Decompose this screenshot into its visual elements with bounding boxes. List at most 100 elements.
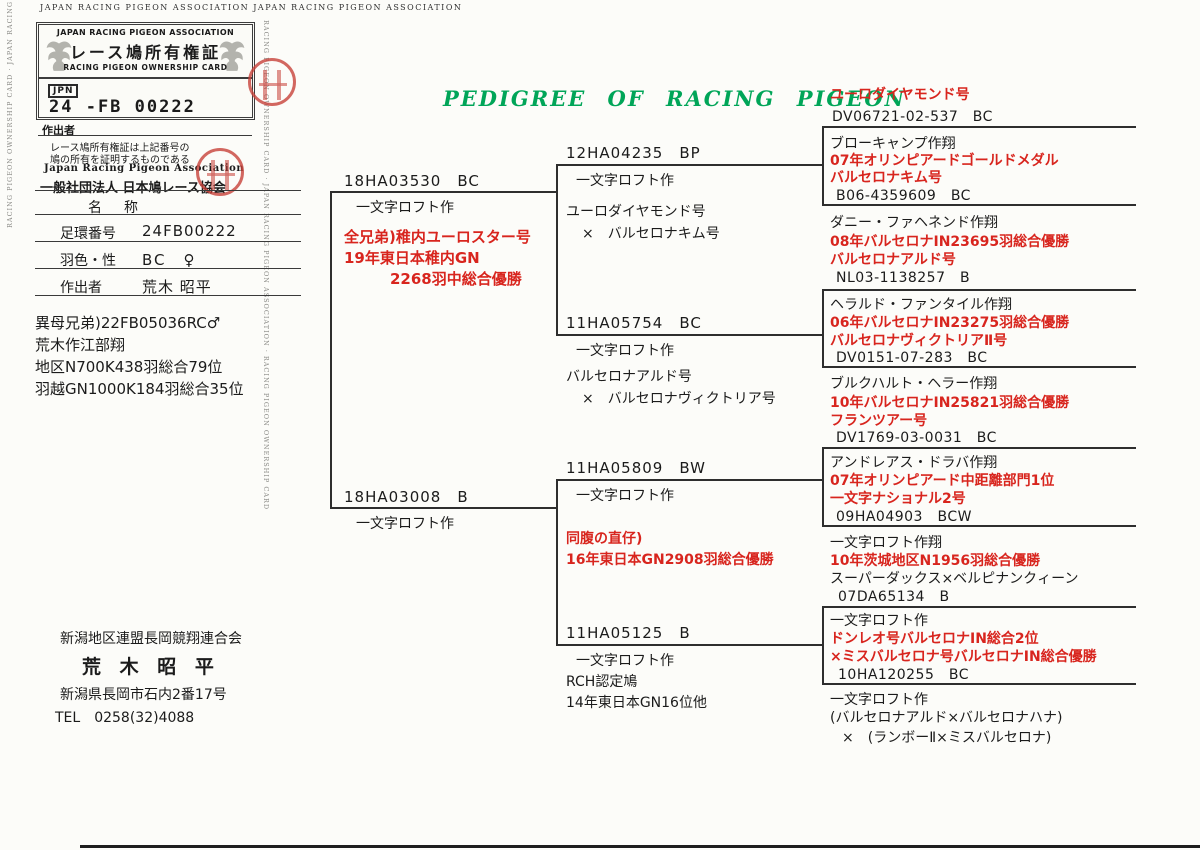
ring-number-value: 24FB00222 <box>142 222 237 240</box>
grandsire1-parent1: ユーロダイヤモンド号 <box>566 204 706 220</box>
half-sibling-line3: 地区N700K438羽総合79位 <box>35 358 223 376</box>
card-title-english: RACING PIGEON OWNERSHIP CARD <box>63 63 228 72</box>
gg8-achievement-1: ドンレオ号バルセロナIN総合2位 <box>830 631 1039 647</box>
red-seal-stamp <box>196 148 244 196</box>
dam-loft: 一文字ロフト作 <box>356 516 454 532</box>
sire-loft: 一文字ロフト作 <box>356 200 454 216</box>
pedigree-connector <box>822 606 824 685</box>
pedigree-line-g1 <box>556 164 822 166</box>
granddam1-parent1: バルセロナアルド号 <box>566 369 692 385</box>
pedigree-line-gg5 <box>822 447 1136 449</box>
gg6-name: 一文字ナショナル2号 <box>830 491 966 507</box>
gg7-breeder: 一文字ロフト作翔 <box>830 535 942 551</box>
gg6-ring-number: 09HA04903 BCW <box>836 509 972 525</box>
pedigree-connector <box>556 479 558 646</box>
pedigree-line-g3 <box>556 479 822 481</box>
association-name-english: Japan Racing Pigeon Association <box>44 163 245 174</box>
ownership-note-line2: 鳩の所有を証明するものである <box>50 155 190 166</box>
grandsire1-ring-number: 12HA04235 BP <box>566 144 701 162</box>
gg7-achievement: 10年茨城地区N1956羽総合優勝 <box>830 553 1041 569</box>
pedigree-line-sire <box>330 191 556 193</box>
sire-ring-number: 18HA03530 BC <box>344 172 480 190</box>
gg4-name: バルセロナヴィクトリアⅡ号 <box>830 333 1008 349</box>
pedigree-line-gg7 <box>822 606 1136 608</box>
gg3-achievement: 08年バルセロナIN23695羽総合優勝 <box>830 234 1070 250</box>
pedigree-line-gg4 <box>822 366 1136 368</box>
sire-achievement-1: 全兄弟)稚内ユーロスター号 <box>344 228 531 246</box>
page-title: PEDIGREE OF RACING PIGEON <box>443 86 906 111</box>
granddam1-ring-number: 11HA05754 BC <box>566 314 702 332</box>
gg2-achievement: 07年オリンピアードゴールドメダル <box>830 153 1059 169</box>
gg2-name: バルセロナキム号 <box>830 170 942 186</box>
gg8-parents-2: × (ランボーⅡ×ミスバルセロナ) <box>842 730 1052 746</box>
pedigree-line-g2 <box>556 334 822 336</box>
gg5-ring-number: DV1769-03-0031 BC <box>836 430 997 446</box>
eagle-icon <box>217 37 247 77</box>
gg8-ring-number: 10HA120255 BC <box>838 667 969 683</box>
top-border-strip: Japan Racing Pigeon Association Japan Ra… <box>40 3 463 12</box>
owner-telephone: TEL 0258(32)4088 <box>55 710 195 726</box>
grandsire2-ring-number: 11HA05809 BW <box>566 459 706 477</box>
gg2-ring-number: B06-4359609 BC <box>836 188 971 204</box>
dam-ring-number: 18HA03008 B <box>344 488 469 506</box>
card-title-japanese: レース鳩所有権証 <box>69 43 222 62</box>
pedigree-line-gg3 <box>822 289 1136 291</box>
gg4-breeder: ヘラルド・ファンタイル作翔 <box>830 297 1012 313</box>
pedigree-line-g4 <box>556 644 822 646</box>
owner-name: 荒 木 昭 平 <box>82 656 220 678</box>
gg3-breeder: ダニー・ファヘネンド作翔 <box>830 215 998 231</box>
form-rule <box>35 241 301 242</box>
gg5-name: フランツアー号 <box>830 413 928 429</box>
pedigree-line-gg8 <box>822 683 1136 685</box>
form-rule <box>38 135 252 136</box>
grandsire2-achievement-2: 16年東日本GN2908羽総合優勝 <box>566 552 774 568</box>
ownership-note-line1: レース鳩所有権証は上記番号の <box>50 143 190 154</box>
name-label: 名 称 <box>88 200 142 216</box>
gg1-ring-number: DV06721-02-537 BC <box>832 109 993 125</box>
gg7-parents: スーパーダックス×ベルピナンクィーン <box>830 571 1079 587</box>
form-rule <box>35 190 301 191</box>
card-divider <box>39 77 252 79</box>
gg8-parents-1: (バルセロナアルド×バルセロナハナ) <box>830 710 1063 726</box>
granddam2-ring-number: 11HA05125 B <box>566 624 691 642</box>
red-seal-stamp <box>248 58 296 106</box>
pedigree-connector <box>556 164 558 336</box>
gg6-achievement: 07年オリンピアード中距離部門1位 <box>830 473 1055 489</box>
federation-name: 新潟地区連盟長岡競翔連合会 <box>60 631 242 647</box>
granddam2-note-2: 14年東日本GN16位他 <box>566 695 707 711</box>
feather-color-sex-label: 羽色・性 <box>60 253 116 269</box>
ring-number-label: 足環番号 <box>60 226 116 242</box>
pedigree-line-gg1 <box>822 126 1136 128</box>
gg3-ring-number: NL03-1138257 B <box>836 270 971 286</box>
gg3-name: バルセロナアルド号 <box>830 252 956 268</box>
pedigree-line-gg2 <box>822 204 1136 206</box>
grandsire2-achievement-1: 同腹の直仔) <box>566 531 643 547</box>
pedigree-line-dam <box>330 507 556 509</box>
granddam2-note-1: RCH認定鳩 <box>566 674 638 690</box>
granddam1-loft: 一文字ロフト作 <box>576 343 674 359</box>
ownership-card: JAPAN RACING PIGEON ASSOCIATION レース鳩所有権証… <box>36 22 255 120</box>
pedigree-line-gg6 <box>822 525 1136 527</box>
pedigree-connector <box>822 447 824 527</box>
country-code-box: JPN <box>48 84 79 98</box>
breeder-value: 荒木 昭平 <box>142 278 212 296</box>
owner-address: 新潟県長岡市石内2番17号 <box>60 687 227 703</box>
form-rule <box>35 214 301 215</box>
gg7-ring-number: 07DA65134 B <box>838 589 950 605</box>
grandsire1-parent2: × バルセロナキム号 <box>582 226 720 242</box>
grandsire1-loft: 一文字ロフト作 <box>576 173 674 189</box>
breeder-label: 作出者 <box>60 280 102 296</box>
gg6-breeder: アンドレアス・ドラバ作翔 <box>830 455 998 471</box>
sire-achievement-2: 19年東日本稚内GN <box>344 249 480 267</box>
card-association-name: JAPAN RACING PIGEON ASSOCIATION <box>56 28 235 37</box>
granddam2-loft: 一文字ロフト作 <box>576 653 674 669</box>
gg8-breeder: 一文字ロフト作 <box>830 613 928 629</box>
gg5-breeder: ブルクハルト・ヘラー作翔 <box>830 376 998 392</box>
form-rule <box>35 295 301 296</box>
gg1-name: ユーロダイヤモンド号 <box>830 87 970 103</box>
card-ring-number: 24 -FB 00222 <box>49 97 196 117</box>
gg8-achievement-2: ×ミスバルセロナ号バルセロナIN総合優勝 <box>830 649 1097 665</box>
half-sibling-line4: 羽越GN1000K184羽総合35位 <box>35 380 244 398</box>
pedigree-connector <box>822 126 824 206</box>
